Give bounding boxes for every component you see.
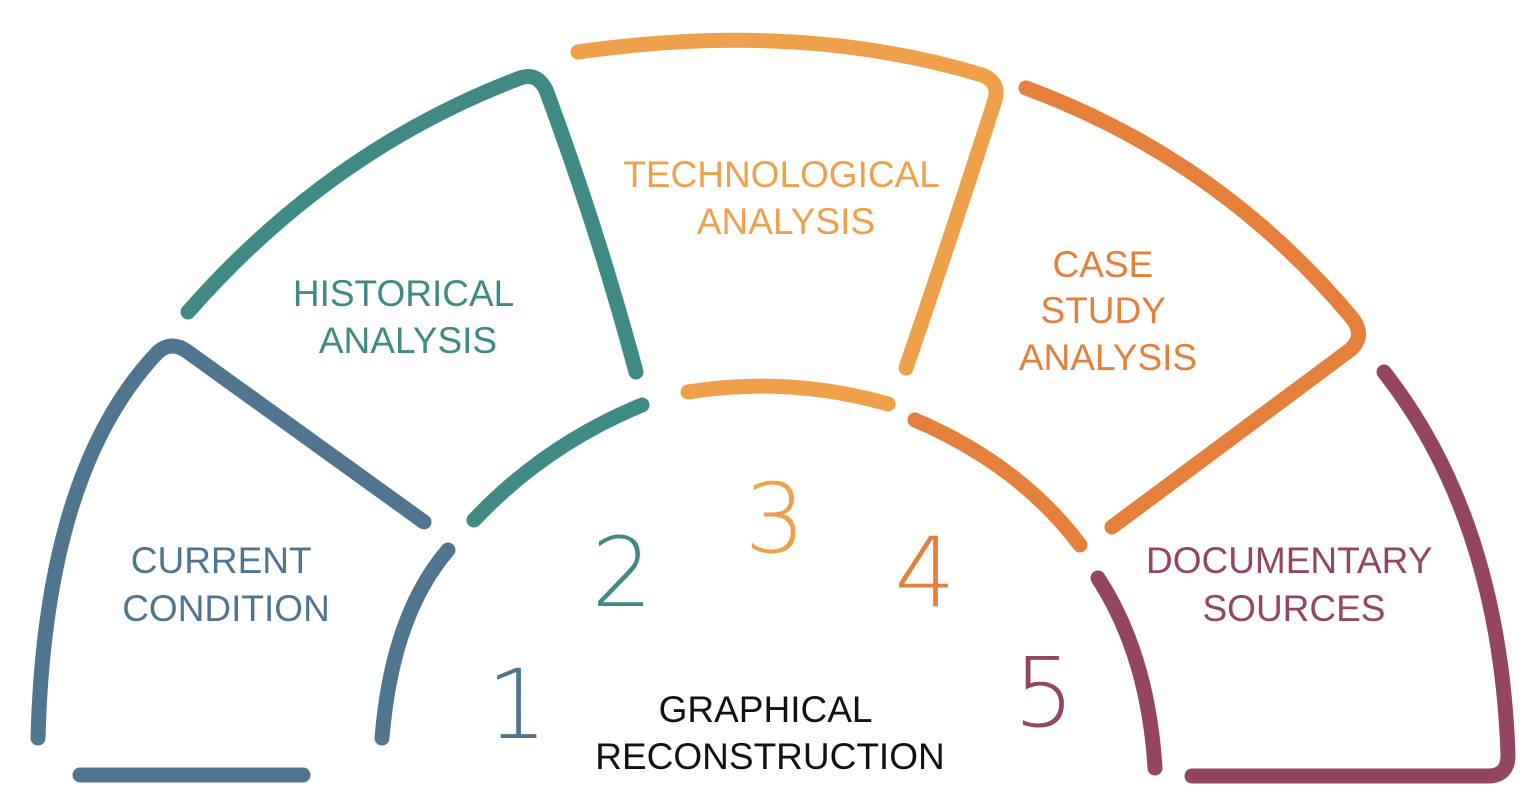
technological-analysis-inner-arc	[680, 378, 896, 412]
documentary-sources-label: DOCUMENTARY SOURCES	[1146, 540, 1442, 629]
number-5: 5	[1013, 637, 1074, 749]
case-study-analysis-label: CASE STUDY ANALYSIS	[1019, 244, 1197, 378]
segment-historical-analysis	[180, 69, 650, 528]
documentary-sources-outer-arc	[1184, 364, 1516, 784]
current-condition-outer-arc	[30, 338, 432, 746]
number-4: 4	[894, 517, 955, 629]
segment-current-condition	[30, 338, 456, 783]
segment-documentary-sources	[1090, 364, 1516, 784]
current-condition-label: CURRENT CONDITION	[122, 540, 330, 629]
current-condition-inner-arc	[374, 542, 456, 746]
technological-analysis-outer-arc	[570, 32, 1004, 376]
graphical-reconstruction-label: GRAPHICAL RECONSTRUCTION	[595, 689, 944, 777]
segment-technological-analysis	[570, 32, 1004, 412]
case-study-analysis-inner-arc	[907, 412, 1088, 553]
technological-analysis-label: TECHNOLOGICAL ANALYSIS	[623, 154, 949, 242]
number-2: 2	[591, 517, 652, 629]
number-3: 3	[744, 463, 805, 575]
historical-analysis-inner-arc	[466, 397, 650, 528]
documentary-sources-inner-arc	[1090, 570, 1163, 776]
number-1: 1	[486, 649, 547, 761]
case-study-analysis-outer-arc	[1018, 80, 1366, 535]
segment-case-study-analysis	[907, 80, 1366, 553]
historical-analysis-outer-arc	[180, 69, 644, 380]
historical-analysis-label: HISTORICAL ANALYSIS	[293, 273, 523, 361]
